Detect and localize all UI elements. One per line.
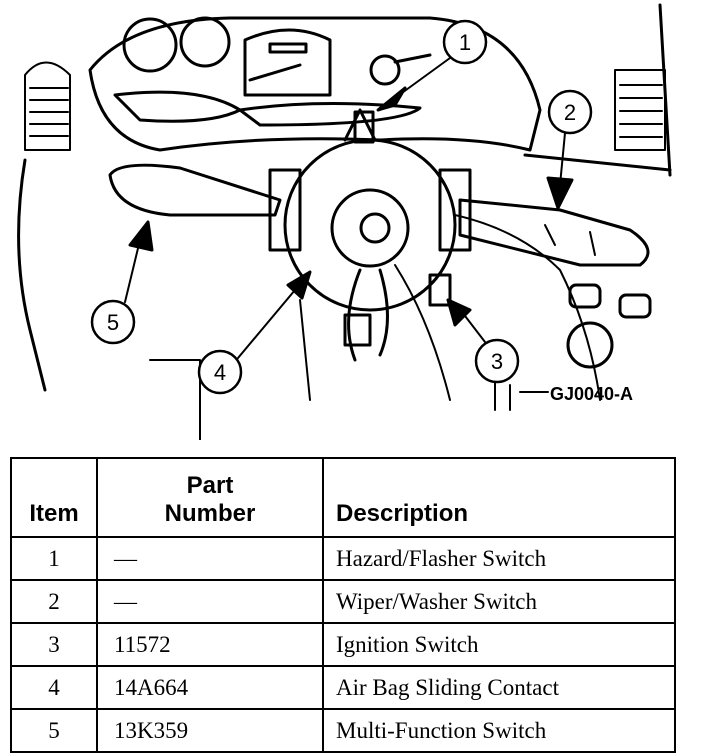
- multifunction-stalk: [108, 163, 282, 217]
- clockspring-housing: [283, 138, 457, 312]
- figure-id: GJ0040-A: [550, 384, 633, 404]
- description-cell: Hazard/Flasher Switch: [322, 536, 676, 581]
- item-cell: 3: [10, 622, 98, 667]
- header-part-number-line1: Part: [186, 472, 234, 499]
- parts-table: Item Part Number Description 1 — Hazard/…: [10, 457, 676, 753]
- right-vent-icon: [614, 69, 666, 151]
- wiper-stalk: [458, 198, 650, 267]
- fuel-gauge-icon: [122, 17, 178, 73]
- header-description: Description: [322, 457, 676, 538]
- item-cell: 5: [10, 708, 98, 753]
- hazard-switch-shape: [343, 108, 377, 142]
- description-cell: Multi-Function Switch: [322, 708, 676, 753]
- callout-2-label: 2: [564, 100, 576, 125]
- connector-icon: [343, 313, 372, 347]
- description-cell: Ignition Switch: [322, 622, 676, 667]
- part-number-cell: —: [96, 579, 324, 624]
- callout-2: 2: [546, 89, 593, 210]
- header-item: Item: [10, 457, 98, 538]
- item-cell: 4: [10, 665, 98, 710]
- callout-4: 4: [197, 270, 312, 395]
- part-number-cell: —: [96, 536, 324, 581]
- steering-shaft-icon: [359, 212, 391, 244]
- column-bracket-right: [438, 168, 472, 252]
- table-row: 5 13K359 Multi-Function Switch: [10, 708, 676, 753]
- table-row: 4 14A664 Air Bag Sliding Contact: [10, 665, 676, 710]
- parts-table-header-row: Item Part Number Description: [10, 457, 676, 538]
- callout-4-label: 4: [214, 360, 226, 385]
- temp-gauge-icon: [179, 16, 231, 68]
- table-row: 1 — Hazard/Flasher Switch: [10, 536, 676, 581]
- cluster-knob-icon: [369, 54, 401, 86]
- callout-3-label: 3: [491, 349, 503, 374]
- left-vent-icon: [24, 61, 71, 151]
- part-number-cell: 14A664: [96, 665, 324, 710]
- table-row: 3 11572 Ignition Switch: [10, 622, 676, 667]
- callout-1: 1: [376, 19, 488, 112]
- header-part-number-line2: Number: [164, 500, 256, 527]
- steering-column-diagram: 1 2 3 4 5: [17, 3, 672, 440]
- clockspring-hub: [330, 188, 410, 268]
- part-number-cell: 13K359: [96, 708, 324, 753]
- callout-3: 3: [446, 298, 520, 384]
- item-cell: 2: [10, 579, 98, 624]
- ignition-switch-shape: [428, 273, 452, 307]
- column-bracket-left: [268, 168, 302, 252]
- dash-button-icon: [568, 283, 602, 309]
- description-cell: Air Bag Sliding Contact: [322, 665, 676, 710]
- header-part-number: Part Number: [96, 457, 324, 538]
- callout-1-label: 1: [459, 30, 471, 55]
- speedometer-icon: [243, 28, 332, 97]
- callout-5: 5: [90, 220, 154, 345]
- callout-5-label: 5: [107, 310, 119, 335]
- dash-knob-icon: [566, 321, 614, 369]
- cluster-lens-center: [238, 101, 422, 127]
- wiring-harness: [347, 268, 362, 362]
- table-row: 2 — Wiper/Washer Switch: [10, 579, 676, 624]
- dash-button-icon: [618, 293, 652, 319]
- odometer-icon: [268, 42, 308, 54]
- part-number-cell: 11572: [96, 622, 324, 667]
- cluster-lens-left: [113, 90, 242, 123]
- description-cell: Wiper/Washer Switch: [322, 579, 676, 624]
- speedometer-needle: [248, 63, 302, 82]
- diagram-drawing: 1 2 3 4 5: [17, 3, 672, 440]
- item-cell: 1: [10, 536, 98, 581]
